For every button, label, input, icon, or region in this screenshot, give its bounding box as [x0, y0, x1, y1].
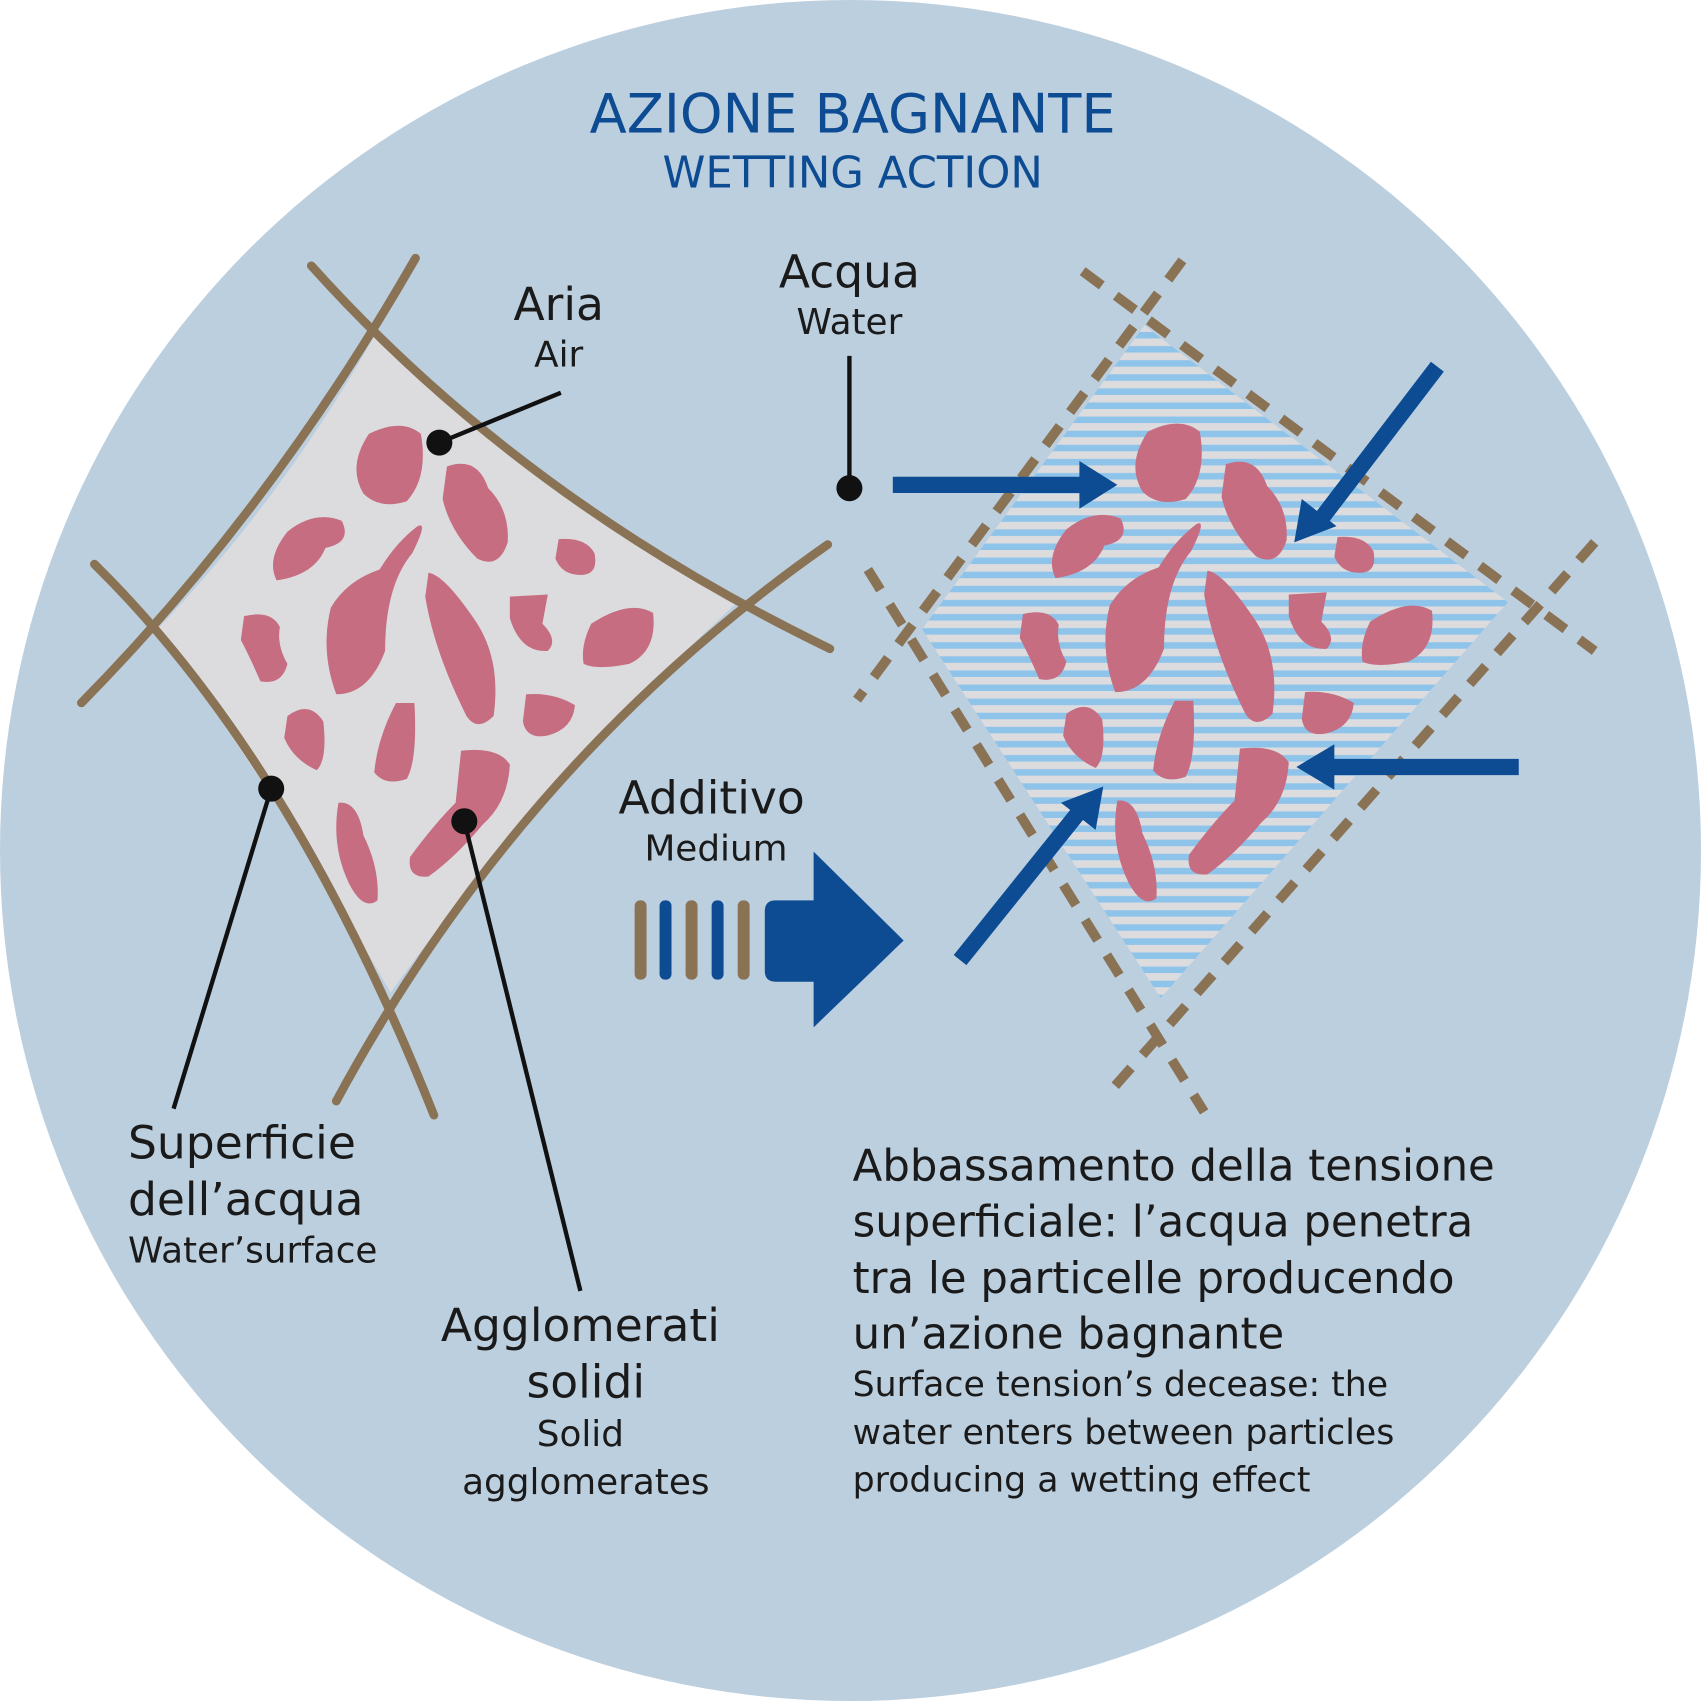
description-it-line: un’azione bagnante [853, 1309, 1285, 1359]
water-surface-line [90, 559, 439, 1120]
label-medium: Medium [644, 828, 787, 869]
water-surface-line [331, 540, 833, 1106]
air-pocket-diagram [77, 253, 835, 1120]
label-agglomerates: agglomerates [462, 1462, 709, 1503]
label-water: Water [797, 302, 903, 343]
label-aria: Aria [513, 278, 603, 331]
label-agglomerati: Agglomerati [441, 1299, 720, 1352]
description-block: Abbassamento della tensione superficiale… [853, 1141, 1495, 1500]
pointer-air [426, 390, 562, 456]
label-acqua: Acqua [779, 245, 920, 298]
description-it-line: Abbassamento della tensione [853, 1141, 1495, 1191]
description-en-line: water enters between particles [853, 1413, 1395, 1453]
pointer-water-surface [171, 775, 285, 1110]
label-solidi: solidi [527, 1355, 645, 1408]
title: AZIONE BAGNANTE [590, 82, 1116, 145]
label-additivo: Additivo [619, 772, 805, 825]
water-penetration-arrows [892, 361, 1519, 966]
arrow-down-left [1314, 361, 1444, 524]
dashed-surface-line [1079, 267, 1598, 655]
description-it-line: tra le particelle producendo [853, 1254, 1455, 1304]
subtitle: WETTING ACTION [663, 149, 1043, 199]
description-it-line: superficiale: l’acqua penetra [853, 1198, 1474, 1248]
pointer-agglomerates [451, 808, 583, 1292]
dashed-surface-line [853, 257, 1187, 703]
water-surface-line [77, 253, 420, 708]
label-air: Air [534, 335, 583, 376]
label-dell-acqua: dell’acqua [128, 1173, 363, 1226]
arrow-up-right [953, 806, 1086, 966]
label-solid: Solid [537, 1414, 624, 1455]
additive-arrow-icon [634, 851, 904, 1028]
description-en-line: Surface tension’s decease: the [853, 1365, 1388, 1405]
label-water-surface: Water’surface [128, 1231, 377, 1272]
description-en-line: producing a wetting effect [853, 1461, 1311, 1501]
pointer-water [836, 355, 863, 502]
label-superficie: Superficie [128, 1117, 356, 1170]
